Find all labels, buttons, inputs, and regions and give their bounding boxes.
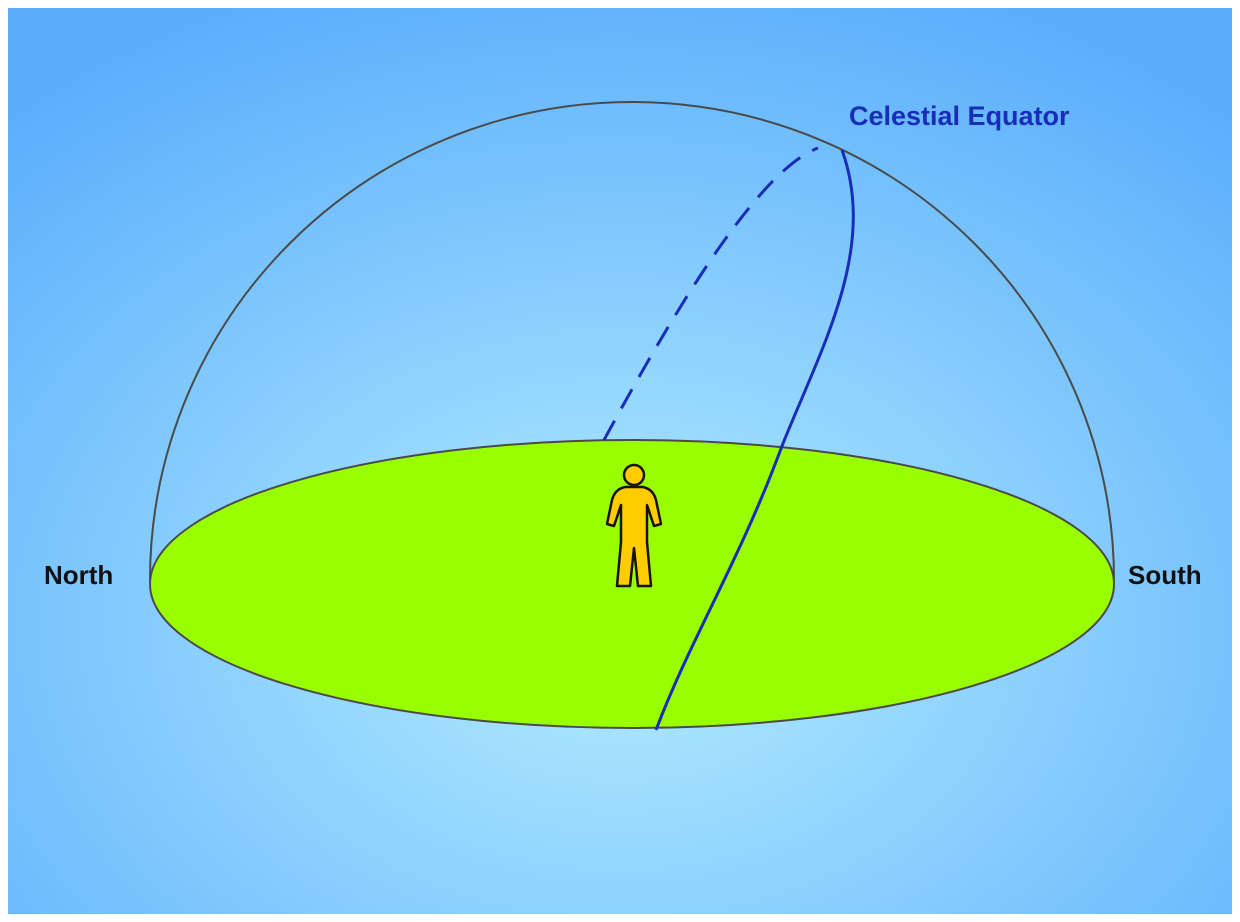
- celestial-dome-outline: [149, 101, 1115, 581]
- celestial-equator-hidden-arc: [602, 146, 819, 441]
- north-label: North: [44, 560, 113, 590]
- observer-icon: [605, 463, 663, 588]
- celestial-equator-label: Celestial Equator: [849, 101, 1070, 131]
- celestial-equator-visible-arc: [654, 149, 855, 731]
- south-label: South: [1128, 560, 1202, 590]
- horizon-plane: [149, 439, 1115, 729]
